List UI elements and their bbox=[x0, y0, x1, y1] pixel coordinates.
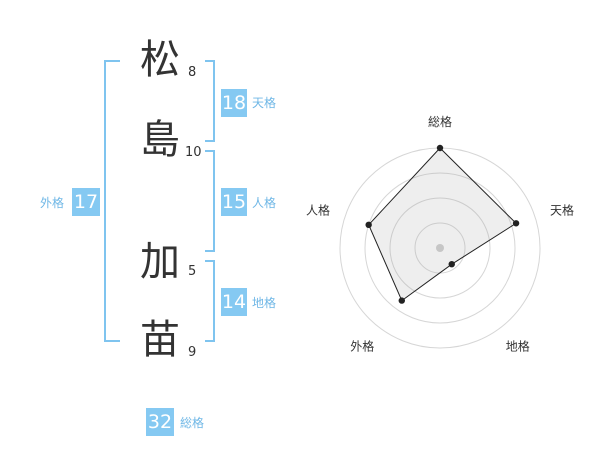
jinkaku-label: 人格 bbox=[252, 196, 277, 210]
gaikaku-bracket bbox=[104, 60, 120, 342]
radar-point-2 bbox=[512, 220, 520, 227]
gaikaku-value: 17 bbox=[72, 188, 100, 216]
soukaku-value: 32 bbox=[146, 408, 174, 436]
chikaku-bracket bbox=[205, 260, 215, 342]
name-char-1: 松 bbox=[140, 37, 180, 83]
stroke-count-1: 8 bbox=[188, 65, 197, 80]
gaikaku-label: 外格 bbox=[40, 196, 65, 210]
radar-center-dot bbox=[436, 244, 444, 252]
radar-axis-label-2: 天格 bbox=[550, 202, 574, 217]
radar-point-3 bbox=[448, 260, 455, 268]
name-char-4: 苗 bbox=[140, 317, 180, 363]
stroke-count-4: 9 bbox=[188, 345, 197, 360]
chikaku-label: 地格 bbox=[252, 296, 277, 310]
chikaku-value: 14 bbox=[221, 288, 247, 316]
radar-ring-3 bbox=[364, 172, 516, 324]
jinkaku-value: 15 bbox=[221, 188, 247, 216]
stroke-count-3: 5 bbox=[188, 264, 197, 279]
radar-axis-label-3: 地格 bbox=[506, 339, 530, 354]
radar-axis-label-1: 総格 bbox=[428, 114, 452, 129]
radar-point-5 bbox=[365, 221, 372, 229]
stroke-count-2: 10 bbox=[185, 145, 202, 160]
radar-ring-2 bbox=[389, 197, 491, 299]
name-char-3: 加 bbox=[140, 239, 180, 285]
radar-point-1 bbox=[436, 144, 444, 152]
tenkaku-bracket bbox=[205, 60, 215, 142]
radar-axis-label-4: 外格 bbox=[350, 339, 374, 354]
radar-point-4 bbox=[398, 297, 405, 304]
jinkaku-bracket bbox=[205, 150, 215, 252]
tenkaku-label: 天格 bbox=[252, 96, 277, 110]
radar-axis-label-5: 人格 bbox=[306, 202, 330, 217]
name-char-2: 島 bbox=[140, 117, 180, 163]
radar-series-polygon bbox=[368, 147, 517, 302]
soukaku-label: 総格 bbox=[180, 416, 205, 430]
tenkaku-value: 18 bbox=[221, 89, 247, 117]
